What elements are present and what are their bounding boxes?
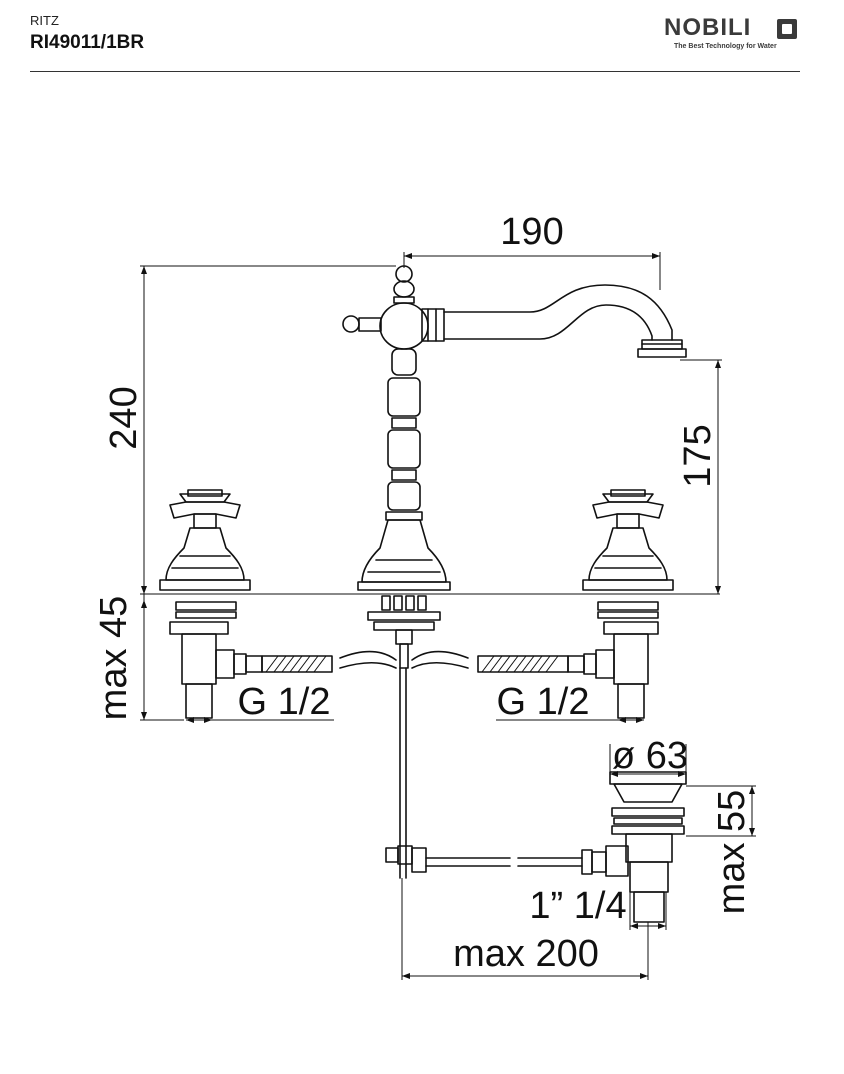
hose-hatching [265, 655, 559, 673]
brand-name: NOBILI [664, 14, 752, 41]
dim-drain-height: max 55 [711, 790, 753, 915]
dim-max-deck: max 45 [93, 596, 135, 721]
dim-thread-right: G 1/2 [497, 681, 590, 723]
right-valve [567, 489, 674, 719]
dim-rod-length: max 200 [453, 933, 599, 975]
center-underside [339, 595, 469, 669]
dim-drain-thread: 1” 1/4 [529, 885, 626, 927]
drain-rod [385, 667, 607, 879]
brand-mark-icon [777, 19, 797, 39]
product-series: RITZ [30, 13, 59, 28]
dim-thread-left: G 1/2 [238, 681, 331, 723]
product-code: RI49011/1BR [30, 32, 145, 53]
brand-logo: NOBILI The Best Technology for Water [664, 12, 804, 56]
left-valve [159, 489, 263, 719]
header-divider [30, 71, 800, 72]
dim-total-height: 240 [103, 386, 145, 449]
dimension-lines [140, 252, 756, 980]
braided-hoses [261, 655, 569, 673]
dimension-arrows [141, 253, 755, 979]
brand-tagline: The Best Technology for Water [674, 43, 777, 50]
spout-body [342, 265, 687, 591]
popup-drain [605, 771, 687, 923]
dim-drain-diameter: ø 63 [612, 735, 688, 777]
dim-spout-width: 190 [500, 211, 563, 253]
dim-spout-height: 175 [677, 424, 719, 487]
